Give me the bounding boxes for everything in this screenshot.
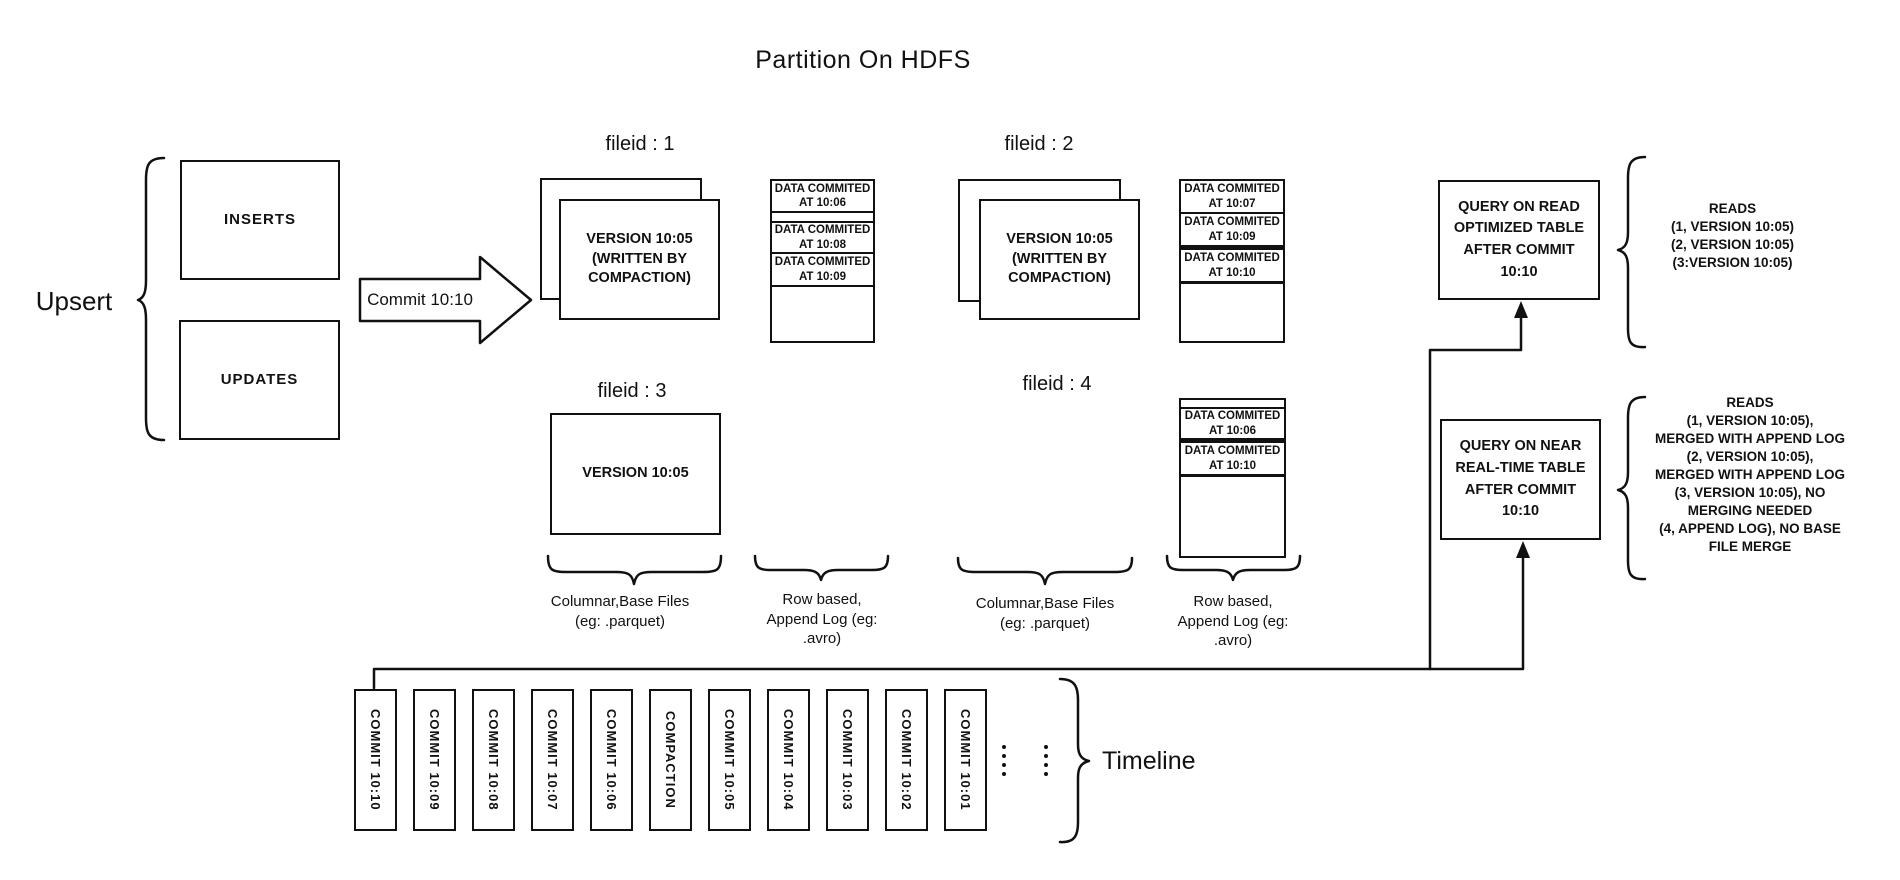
timeline-commit-box: COMMIT 10:07 <box>531 689 574 831</box>
query-read-optimized-box: QUERY ON READ OPTIMIZED TABLE AFTER COMM… <box>1438 180 1600 300</box>
timeline-commit-text: COMMIT 10:02 <box>899 709 914 811</box>
timeline-compaction-text: COMPACTION <box>663 711 678 809</box>
reads-realtime-brace <box>1616 395 1647 581</box>
commit-block-arrow <box>358 255 533 345</box>
fileid-1-version-text: VERSION 10:05 (WRITTEN BY COMPACTION) <box>586 231 693 287</box>
log-empty-space <box>1181 284 1283 341</box>
timeline-commit-box: COMMIT 10:04 <box>767 689 810 831</box>
timeline-label: Timeline <box>1102 747 1196 775</box>
fileid-4-append-log: DATA COMMITED AT 10:06 DATA COMMITED AT … <box>1179 398 1286 558</box>
log-empty-space <box>772 287 873 341</box>
log-entry: DATA COMMITED AT 10:06 <box>772 181 873 213</box>
timeline-to-ro-connector <box>1428 310 1523 671</box>
timeline-commit-box: COMMIT 10:05 <box>708 689 751 831</box>
inserts-box: INSERTS <box>180 160 340 280</box>
columnar-brace-1 <box>546 554 723 586</box>
log-entry: DATA COMMITED AT 10:08 <box>772 223 873 254</box>
timeline-ellipsis-dots <box>1002 745 1048 776</box>
arrowhead-to-near-realtime <box>1516 541 1530 558</box>
timeline-commit-text: COMMIT 10:09 <box>427 709 442 811</box>
log-entry: DATA COMMITED AT 10:07 <box>1181 181 1283 214</box>
timeline-commit-text: COMMIT 10:03 <box>840 709 855 811</box>
timeline-compaction-box: COMPACTION <box>649 689 692 831</box>
reads-read-optimized-text: READS (1, VERSION 10:05) (2, VERSION 10:… <box>1670 201 1795 270</box>
timeline-commit-box: COMMIT 10:03 <box>826 689 869 831</box>
timeline-commit-box: COMMIT 10:06 <box>590 689 633 831</box>
columnar-base-files-label-2: Columnar,Base Files (eg: .parquet) <box>975 595 1115 632</box>
timeline-commit-text: COMMIT 10:05 <box>722 709 737 811</box>
fileid-4-label: fileid : 4 <box>1022 373 1092 395</box>
rowbased-brace-1 <box>753 554 890 582</box>
fileid-1-label: fileid : 1 <box>605 133 675 155</box>
log-empty-space <box>1181 477 1284 556</box>
timeline-to-nrt-connector <box>372 550 1525 690</box>
fileid-2-append-log: DATA COMMITED AT 10:07 DATA COMMITED AT … <box>1179 179 1285 343</box>
fileid-1-base-file: VERSION 10:05 (WRITTEN BY COMPACTION) <box>559 199 720 320</box>
fileid-1-append-log: DATA COMMITED AT 10:06 DATA COMMITED AT … <box>770 179 875 343</box>
log-entry-latest: DATA COMMITED AT 10:10 <box>1181 247 1283 284</box>
row-based-append-log-label-2: Row based, Append Log (eg: .avro) <box>1177 593 1289 649</box>
log-gap <box>772 213 873 223</box>
log-entry: DATA COMMITED AT 10:09 <box>1181 214 1283 247</box>
fileid-3-label: fileid : 3 <box>597 380 667 402</box>
timeline-commit-box: COMMIT 10:09 <box>413 689 456 831</box>
timeline-brace <box>1058 677 1091 844</box>
timeline-commit-text: COMMIT 10:07 <box>545 709 560 811</box>
upsert-brace <box>136 156 166 442</box>
row-based-append-log-label-1: Row based, Append Log (eg: .avro) <box>766 591 878 647</box>
fileid-3-version-text: VERSION 10:05 <box>582 465 689 482</box>
fileid-2-label: fileid : 2 <box>1004 133 1074 155</box>
upsert-label: Upsert <box>35 286 113 316</box>
timeline-commit-text: COMMIT 10:04 <box>781 709 796 811</box>
timeline-commit-text: COMMIT 10:01 <box>958 709 973 811</box>
log-entry: DATA COMMITED AT 10:06 <box>1181 409 1284 440</box>
query-near-realtime-box: QUERY ON NEAR REAL-TIME TABLE AFTER COMM… <box>1440 419 1601 540</box>
fileid-3-base-file: VERSION 10:05 <box>550 413 721 535</box>
timeline-commit-text: COMMIT 10:10 <box>368 709 383 811</box>
timeline-commit-text: COMMIT 10:06 <box>604 709 619 811</box>
updates-box: UPDATES <box>179 320 340 440</box>
arrowhead-to-read-optimized <box>1514 301 1528 318</box>
timeline-commit-text: COMMIT 10:08 <box>486 709 501 811</box>
log-gap <box>1181 400 1284 409</box>
query-read-optimized-text: QUERY ON READ OPTIMIZED TABLE AFTER COMM… <box>1453 198 1585 280</box>
reads-optimized-brace <box>1616 155 1647 349</box>
fileid-2-version-text: VERSION 10:05 (WRITTEN BY COMPACTION) <box>1006 231 1113 287</box>
timeline-commit-box: COMMIT 10:10 <box>354 689 397 831</box>
columnar-brace-2 <box>956 556 1134 586</box>
fileid-2-base-file: VERSION 10:05 (WRITTEN BY COMPACTION) <box>979 199 1140 320</box>
timeline-commit-box: COMMIT 10:02 <box>885 689 928 831</box>
columnar-base-files-label-1: Columnar,Base Files (eg: .parquet) <box>550 593 690 630</box>
commit-arrow-label: Commit 10:10 <box>367 290 473 309</box>
log-entry-latest: DATA COMMITED AT 10:10 <box>1181 440 1284 477</box>
log-entry: DATA COMMITED AT 10:09 <box>772 254 873 287</box>
timeline-commit-box: COMMIT 10:01 <box>944 689 987 831</box>
timeline-commit-box: COMMIT 10:08 <box>472 689 515 831</box>
inserts-label: INSERTS <box>223 210 296 228</box>
diagram-title: Partition On HDFS <box>755 46 971 74</box>
updates-label: UPDATES <box>220 370 299 388</box>
reads-near-realtime-text: READS (1, VERSION 10:05), MERGED WITH AP… <box>1654 395 1845 554</box>
query-near-realtime-text: QUERY ON NEAR REAL-TIME TABLE AFTER COMM… <box>1455 438 1586 520</box>
rowbased-brace-2 <box>1165 554 1302 582</box>
